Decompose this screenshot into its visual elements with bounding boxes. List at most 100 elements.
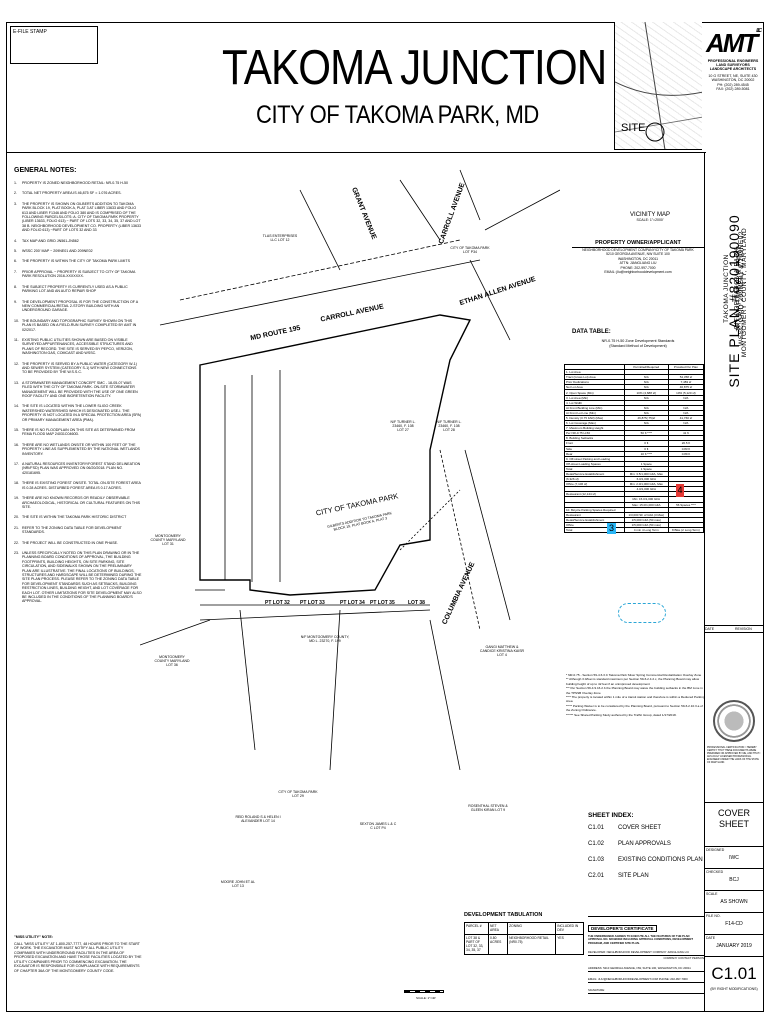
data-table-subtitle: NR-0.75 H-50 Zone Development Standards … <box>572 339 704 349</box>
note-text: THE PROPERTY IS SERVED BY A PUBLIC WATER… <box>22 361 137 375</box>
note-text: THE DEVELOPMENT PROPOSAL IS FOR THE CONS… <box>22 299 138 313</box>
date-label: DATE <box>706 936 716 940</box>
data-table-cell: 8 Bike (2 Long Term) <box>667 526 705 534</box>
designed-value: IWC <box>729 855 739 861</box>
dev-tab-header: INCLUDED IN DEV <box>555 922 584 935</box>
note-text: TOTAL NET PROPERTY AREA IS 46,875 SF = 1… <box>22 191 122 196</box>
scale-label: SCALE <box>706 892 718 896</box>
parcel-label: TLAS ENTERPRISES LLC LOT 12 <box>262 234 298 242</box>
sheet-no: C1.02 <box>588 841 605 847</box>
note-number: 16. <box>14 442 19 447</box>
dev-cert-company: COMPANY CONTACT PERSON <box>663 956 704 961</box>
parcel-label: GANGI MATTHEW & CANDICE KRISTINA KAISR L… <box>479 645 525 657</box>
logo-llc: LLC <box>756 28 762 34</box>
note-text: THE BOUNDARY AND TOPOGRAPHIC SURVEY SHOW… <box>22 318 137 332</box>
data-table-cell: 1/3,000 SF of GFA (3 Max) <box>623 511 669 518</box>
developers-certificate: DEVELOPER'S CERTIFICATE THE UNDERSIGNED … <box>588 916 704 1012</box>
lot-label: PT LOT 32 <box>265 600 290 606</box>
dev-cert-signature: SIGNATURE: <box>588 988 704 995</box>
note-text: THE PROPERTY IS WITHIN THE CITY OF TAKOM… <box>22 259 130 264</box>
miss-utility-title: "MISS UTILITY" NOTE: <box>14 935 53 939</box>
dev-tab-cell: LOT 38 & PART OF LOT 32, 33, 34, 35, 37 <box>464 933 489 955</box>
data-table-cell: Min: 2.0/1,000 GFA, Max <box>623 481 669 488</box>
checked-label: CHECKED <box>706 870 724 874</box>
general-notes-list: 1.PROPERTY IS ZONED NEIGHBORHOOD RETAIL:… <box>14 181 142 610</box>
note-number: 15. <box>14 428 19 433</box>
general-note: 22.THE PROJECT WILL BE CONSTRUCTED IN ON… <box>14 541 142 545</box>
general-note: 11.EXISTING PUBLIC UTILITIES SHOWN ARE B… <box>14 338 142 356</box>
note-number: 9. <box>14 299 17 304</box>
dev-tab-title: DEVELOPMENT TABULATION <box>464 912 543 918</box>
revision-header: REVISION <box>735 627 752 631</box>
general-note: 8.THE SUBJECT PROPERTY IS CURRENTLY USED… <box>14 285 142 294</box>
dev-cert-developer: DEVELOPER: NEIGHBORHOOD DEVELOPMENT COMP… <box>588 950 704 957</box>
sheet-number: C1.01 <box>711 964 757 983</box>
note-number: 2. <box>14 191 17 196</box>
parcel-label: N/F MONTGOMERY COUNTY, MD L. 23270, F. 1… <box>300 635 350 643</box>
dev-cert-title: DEVELOPER'S CERTIFICATE <box>588 925 657 932</box>
note-number: 7. <box>14 269 17 274</box>
vicinity-title: VICINITY MAP <box>630 212 670 218</box>
vertical-line: WSSC GRID 209NE01 & 209NE02 <box>738 230 746 347</box>
date-value: JANUARY 2019 <box>716 943 752 949</box>
firm-line: LAND SURVEYORS <box>716 63 750 68</box>
note-number: 6. <box>14 259 17 264</box>
note-text: THE SUBJECT PROPERTY IS CURRENTLY USED A… <box>22 284 128 294</box>
parcel-label: N/F TURNER L. 23460, F. 108 LOT 27 <box>390 420 416 432</box>
vicinity-map-caption: VICINITY MAP SCALE: 1"=2000' <box>600 212 700 222</box>
note-text: THERE IS NO FLOODPLAIN ON THIS SITE AS D… <box>22 428 136 437</box>
title-block-column <box>704 152 764 1012</box>
general-note: 13.A STORMWATER MANAGEMENT CONCEPT SMC -… <box>14 381 142 399</box>
data-table-cell: Min: 3.5/1,000 GFA, Max <box>623 470 669 478</box>
footnote: **** The property is located within 1 mi… <box>566 695 705 704</box>
vicinity-scale: SCALE: 1"=2000' <box>636 218 664 222</box>
lot-label: PT LOT 35 <box>370 600 395 606</box>
dev-tab-header: ZONING <box>507 922 557 935</box>
owner-title: PROPERTY OWNER/APPLICANT <box>572 240 704 248</box>
sheet-no: C1.01 <box>588 825 605 831</box>
file-cell: FILE NO.F14-CD <box>704 912 764 934</box>
owner-line: ATTN: JIANGLIANG LIU <box>619 261 657 266</box>
note-number: 13. <box>14 380 19 385</box>
general-note: 9. THE DEVELOPMENT PROPOSAL IS FOR THE CO… <box>14 300 142 313</box>
data-table-cell: 10. Bicycle Parking Spaces Required <box>564 506 625 513</box>
owner-line: 5210 GEORGIA AVENUE, NW SUITE 100 <box>606 252 670 257</box>
general-note: 17.A NATURAL RESOURCES INVENTORY/FOREST … <box>14 462 142 475</box>
sheet-index-row: C1.02 PLAN APPROVALS <box>588 841 704 847</box>
plan-linework <box>140 169 560 770</box>
general-note: 12.THE PROPERTY IS SERVED BY A PUBLIC WA… <box>14 362 142 375</box>
sheet-name: PLAN APPROVALS <box>618 841 671 847</box>
data-table-title: DATA TABLE: <box>572 329 611 335</box>
note-number: 21. <box>14 525 19 530</box>
vertical-title-block: SITE PLAN #820190090 TAKOMA JUNCTION CIT… <box>702 205 764 400</box>
checked-value: BCJ <box>729 877 739 883</box>
owner-line: NEIGHBORHOOD DEVELOPMENT COMPANY/CITY OF… <box>582 248 694 252</box>
general-note: 2. TOTAL NET PROPERTY AREA IS 46,875 SF =… <box>14 191 142 195</box>
note-number: 23. <box>14 550 19 555</box>
graphic-scale-bar <box>404 990 444 993</box>
professional-certification: PROFESSIONAL CERTIFICATION: I HEREBY CER… <box>707 746 761 764</box>
data-table-subtitle-line: (Standard Method of Development) <box>609 344 667 348</box>
maryland-seal-icon <box>713 700 755 742</box>
note-number: 11. <box>14 337 19 342</box>
page-subtitle: CITY OF TAKOMA PARK, MD <box>256 101 539 129</box>
revision-cloud <box>618 603 666 623</box>
parcel-label: CITY OF TAKOMA PARK LOT 29 <box>278 790 318 798</box>
data-table-subtitle-line: NR-0.75 H-50 Zone Development Standards <box>601 339 675 343</box>
dev-tab-cell: YES <box>555 933 584 955</box>
note-text: THERE ARE NO WETLANDS ONSITE OR WITHIN 1… <box>22 442 140 456</box>
note-text: REFER TO THE ZONING DATA TABLE FOR DEVEL… <box>22 525 122 535</box>
sheet-title-cell: COVER SHEET <box>704 802 764 842</box>
general-note: 20.THE SITE IS WITHIN THE TAKOMA PARK HI… <box>14 515 142 519</box>
graphic-scale-label: SCALE: 1"=40' <box>416 996 436 1000</box>
vicinity-roads <box>615 22 702 149</box>
note-text: THERE IS EXISTING FOREST ONSITE. TOTAL O… <box>22 481 141 490</box>
